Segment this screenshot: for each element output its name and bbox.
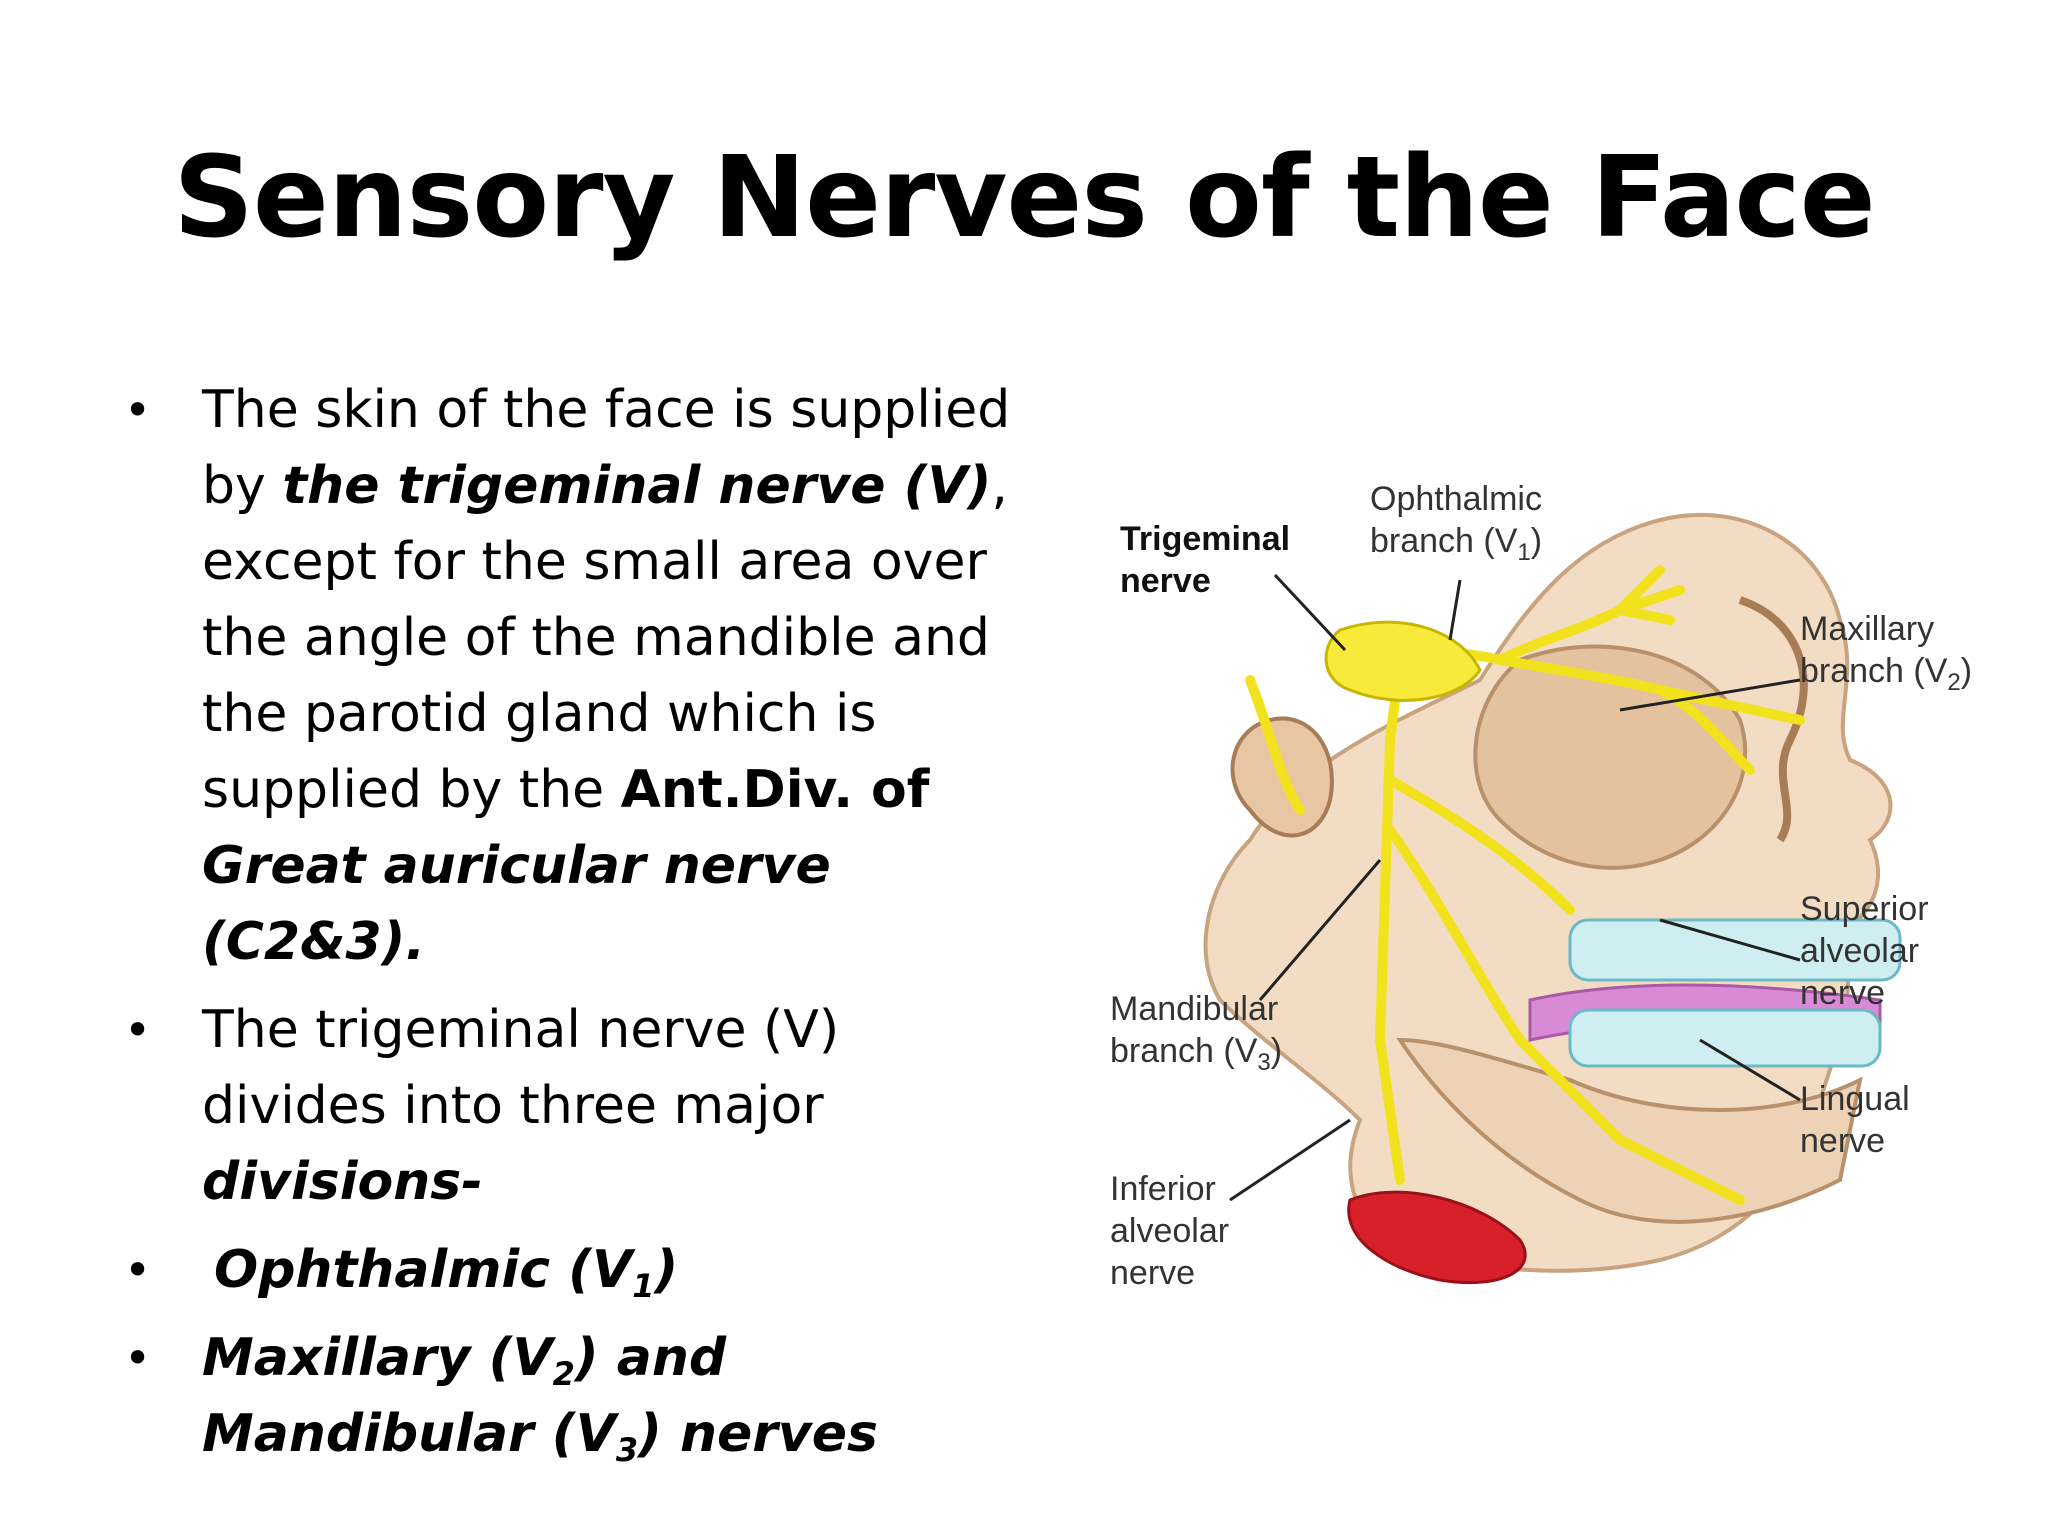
leader-lines — [1229, 573, 1801, 1202]
bullet-item: • The trigeminal nerve (V) divides into … — [120, 992, 1020, 1220]
label-maxillary-branch: branch (V2) — [1800, 652, 1972, 696]
mandible — [1396, 1037, 1863, 1224]
maxillary-text: Maxillary (V — [202, 1328, 553, 1388]
bullet-text: , except for the small area over the ang… — [202, 456, 1008, 820]
subscript: 1 — [632, 1267, 655, 1305]
ophthalmic-text: ) — [654, 1240, 679, 1300]
bullet-emphasis: Ophthalmic (V1) — [214, 1240, 679, 1302]
bullet-text: The trigeminal nerve (V) divides into th… — [202, 1000, 840, 1136]
label-inferior: Inferior — [1110, 1170, 1216, 1208]
bullet-bold: Ant.Div. of — [620, 760, 930, 820]
bullet-emphasis: divisions- — [202, 1152, 483, 1212]
ophthalmic-text: Ophthalmic (V — [214, 1240, 633, 1300]
bullet-emphasis: Great auricular nerve (C2&3). — [202, 836, 831, 972]
label-trigeminal: Trigeminal — [1120, 520, 1290, 558]
label-ophthalmic: Ophthalmic — [1370, 480, 1542, 518]
muscle — [1347, 1190, 1527, 1285]
trigeminal-nerve-illustration: Trigeminal nerve Ophthalmic branch (V1) … — [1100, 480, 2020, 1340]
bullet-text: The skin of the face is supplied by — [202, 380, 1011, 516]
bullet-dot-icon: • — [124, 1003, 152, 1057]
bullet-emphasis: Maxillary (V2) and Mandibular (V3) nerve… — [202, 1328, 879, 1466]
trigeminal-ganglion — [1324, 620, 1482, 702]
label-lingual: nerve — [1800, 1122, 1885, 1160]
subscript: 2 — [552, 1355, 575, 1393]
bullet-item: • Ophthalmic (V1) — [120, 1232, 1020, 1308]
label-superior: nerve — [1800, 974, 1885, 1012]
bullet-dot-icon: • — [124, 383, 152, 437]
slide-title: Sensory Nerves of the Face — [173, 133, 1876, 263]
bullet-list: • The skin of the face is supplied by th… — [120, 372, 1020, 1484]
label-inferior: alveolar — [1110, 1212, 1229, 1250]
zygomatic-bone — [1738, 596, 1808, 843]
label-superior: Superior — [1800, 890, 1929, 928]
bullet-item: • The skin of the face is supplied by th… — [120, 372, 1020, 980]
label-superior: alveolar — [1800, 932, 1919, 970]
bullet-item: • Maxillary (V2) and Mandibular (V3) ner… — [120, 1320, 1020, 1472]
label-maxillary: Maxillary — [1800, 610, 1934, 648]
label-inferior: nerve — [1110, 1254, 1195, 1292]
nerves-text: ) nerves — [638, 1404, 879, 1464]
bullet-dot-icon: • — [124, 1331, 152, 1385]
label-trigeminal: nerve — [1120, 562, 1211, 600]
label-ophthalmic-branch: branch (V1) — [1370, 522, 1542, 566]
lower-teeth — [1568, 1008, 1882, 1068]
subscript: 3 — [615, 1431, 639, 1469]
label-lingual: Lingual — [1800, 1080, 1910, 1118]
label-mandibular: Mandibular — [1110, 990, 1278, 1028]
bullet-emphasis: the trigeminal nerve (V) — [282, 456, 992, 516]
upper-teeth — [1568, 918, 1902, 982]
bullet-dot-icon: • — [124, 1243, 152, 1297]
mandibular-text: ) and Mandibular (V — [202, 1328, 727, 1464]
label-mandibular-branch: branch (V3) — [1110, 1032, 1282, 1076]
